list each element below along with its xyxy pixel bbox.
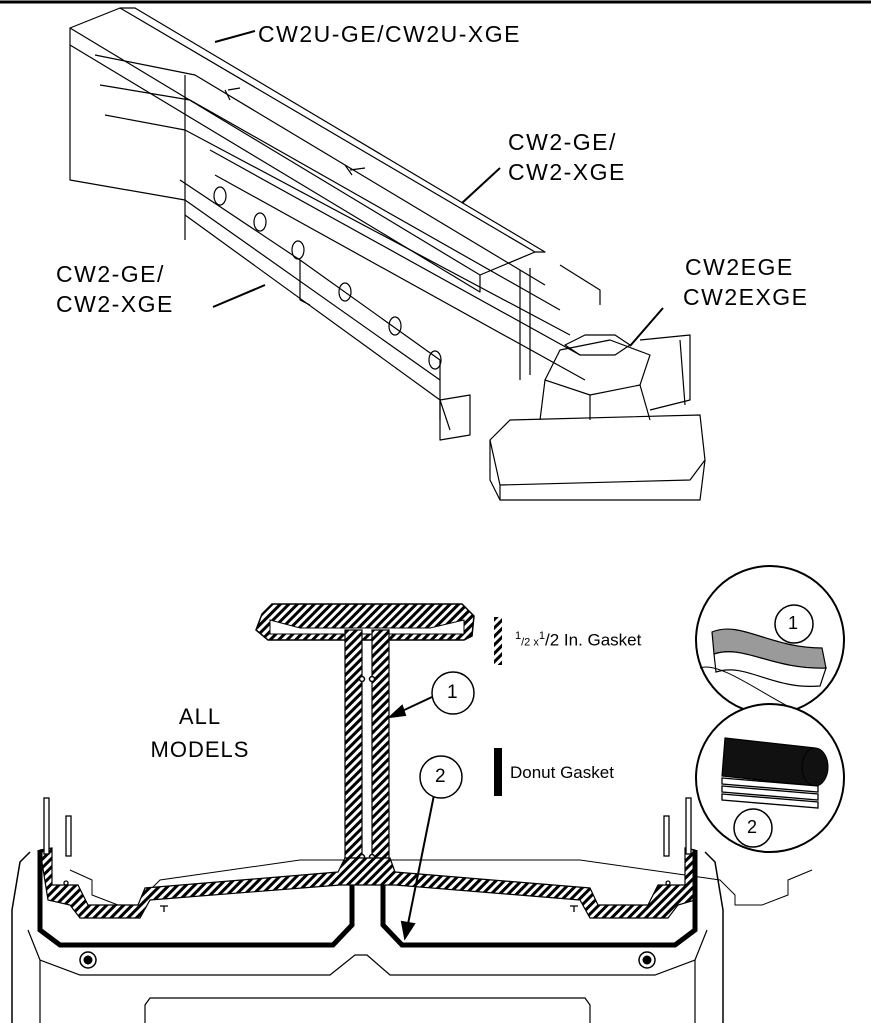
legend-gasket-text: /2 In. Gasket xyxy=(544,630,642,650)
label-cw2-ge-top-1: CW2-GE/ xyxy=(508,129,617,155)
label-models: MODELS xyxy=(150,737,250,762)
label-cw2exge: CW2EXGE xyxy=(683,284,809,310)
callout-arrows xyxy=(386,696,435,941)
post-right-gasket xyxy=(371,629,390,859)
detail-bubble-1 xyxy=(695,565,845,715)
callout-circle-1 xyxy=(431,671,475,715)
legend-donut-gasket: Donut Gasket xyxy=(510,763,614,782)
housing-left xyxy=(11,851,31,1023)
case-assembly-drawing xyxy=(69,7,706,501)
detail-bubble-2 xyxy=(695,703,845,853)
canopy-gasket xyxy=(255,603,475,641)
label-cw2-ge-left-2: CW2-XGE xyxy=(56,291,174,317)
callout-2-number: 2 xyxy=(435,766,446,787)
callout-1-number: 1 xyxy=(447,682,458,703)
housing-bolts xyxy=(79,951,656,969)
housing-lower-panel xyxy=(144,997,591,1023)
leader-cw2u xyxy=(214,30,256,43)
leader-cw2-left xyxy=(212,284,266,308)
donut-gasket-right xyxy=(380,850,698,948)
base-gasket xyxy=(39,847,696,919)
housing-right xyxy=(704,851,724,1023)
detail-callout-circle-2 xyxy=(733,808,773,848)
label-cw2u-ge: CW2U-GE/CW2U-XGE xyxy=(258,21,521,47)
leader-cw2-top xyxy=(461,167,501,204)
legend-swatch-gasket xyxy=(494,617,502,665)
arrow-1-shaft xyxy=(399,696,433,713)
label-cw2ege: CW2EGE xyxy=(685,254,794,280)
top-leader-lines xyxy=(212,30,664,347)
arrow-2-shaft xyxy=(407,794,435,925)
detail-1-number: 1 xyxy=(788,613,799,633)
post-left-gasket xyxy=(344,629,363,859)
legend-swatch-donut xyxy=(494,748,502,796)
fraction-num-b: 1 xyxy=(538,630,545,642)
leader-cw2e xyxy=(629,307,664,347)
fraction-den-a: /2 x xyxy=(521,636,539,649)
legend-gasket-half: 1/2 x1/2 In. Gasket xyxy=(515,630,641,650)
detail-2-number: 2 xyxy=(747,817,758,837)
callout-circles xyxy=(419,671,475,799)
label-cw2-ge-left-1: CW2-GE/ xyxy=(56,261,165,287)
arrow-1-head xyxy=(386,704,407,719)
housing-inner-line xyxy=(27,929,708,976)
canopy-top xyxy=(69,7,536,276)
end-cap-base xyxy=(489,414,706,486)
label-all: ALL xyxy=(178,704,222,729)
cross-section-drawing xyxy=(11,603,813,1023)
fraction-num-a: 1 xyxy=(515,630,522,642)
callout-circle-2 xyxy=(419,755,463,799)
detail-callout-circle-1 xyxy=(774,604,814,644)
vertical-pins xyxy=(43,797,692,857)
arrow-2-head xyxy=(400,920,416,941)
label-cw2-ge-top-2: CW2-XGE xyxy=(508,159,626,185)
donut-gasket-left xyxy=(37,850,355,948)
